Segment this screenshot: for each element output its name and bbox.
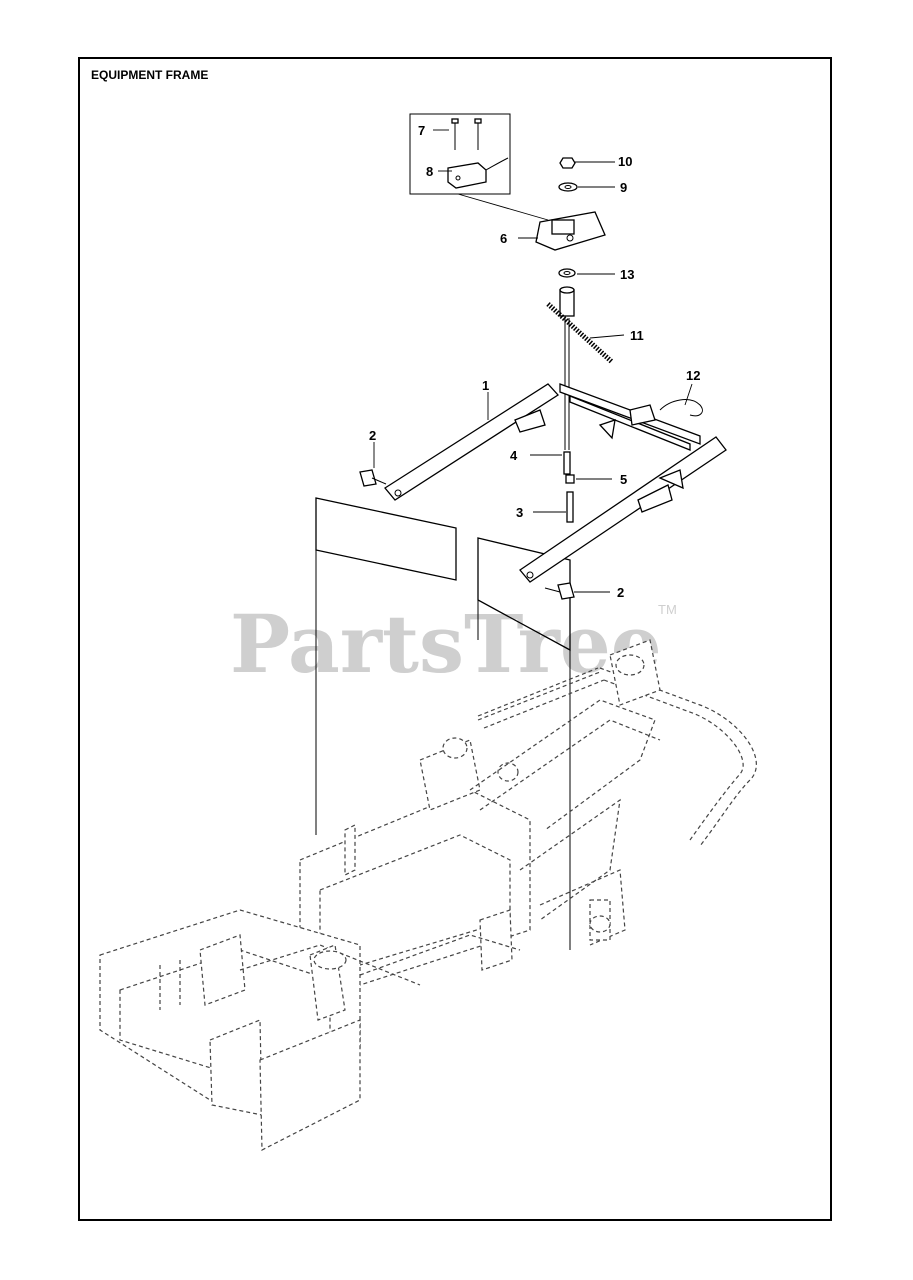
projection-plane-right	[477, 537, 571, 950]
part-4-pin	[563, 451, 571, 475]
callout-7: 7	[418, 123, 425, 138]
part-11-spring	[546, 302, 614, 364]
rod	[564, 318, 570, 450]
callout-12: 12	[686, 368, 700, 383]
callout-8: 8	[426, 164, 433, 179]
part-10-nut	[559, 157, 576, 169]
switch-inset-box	[409, 113, 549, 221]
watermark-brand: PartsTree	[230, 597, 662, 691]
diagram-border	[78, 57, 832, 1221]
part-2-bolt-left	[359, 469, 387, 487]
projection-plane-left	[315, 497, 457, 835]
callout-10: 10	[618, 154, 632, 169]
part-2-bolt-right	[544, 582, 575, 600]
callout-2-right: 2	[617, 585, 624, 600]
spacer	[559, 286, 575, 317]
part-9-washer	[558, 182, 578, 192]
part-6-bracket	[535, 211, 606, 251]
callout-11: 11	[630, 328, 644, 343]
watermark-trademark: TM	[658, 602, 677, 617]
part-13-washer	[558, 268, 576, 278]
callout-13: 13	[620, 267, 634, 282]
diagram-title: EQUIPMENT FRAME	[91, 68, 209, 82]
callout-5: 5	[620, 472, 627, 487]
callout-6: 6	[500, 231, 507, 246]
callout-4: 4	[510, 448, 518, 463]
part-3-bolt	[566, 491, 574, 523]
part-1-equipment-frame	[384, 383, 727, 583]
callout-9: 9	[620, 180, 627, 195]
callout-3: 3	[516, 505, 523, 520]
part-5-bushing	[565, 474, 575, 484]
callout-1: 1	[482, 378, 489, 393]
callout-2-left: 2	[369, 428, 376, 443]
phantom-chassis	[99, 639, 757, 1151]
leader-lines	[373, 129, 693, 593]
